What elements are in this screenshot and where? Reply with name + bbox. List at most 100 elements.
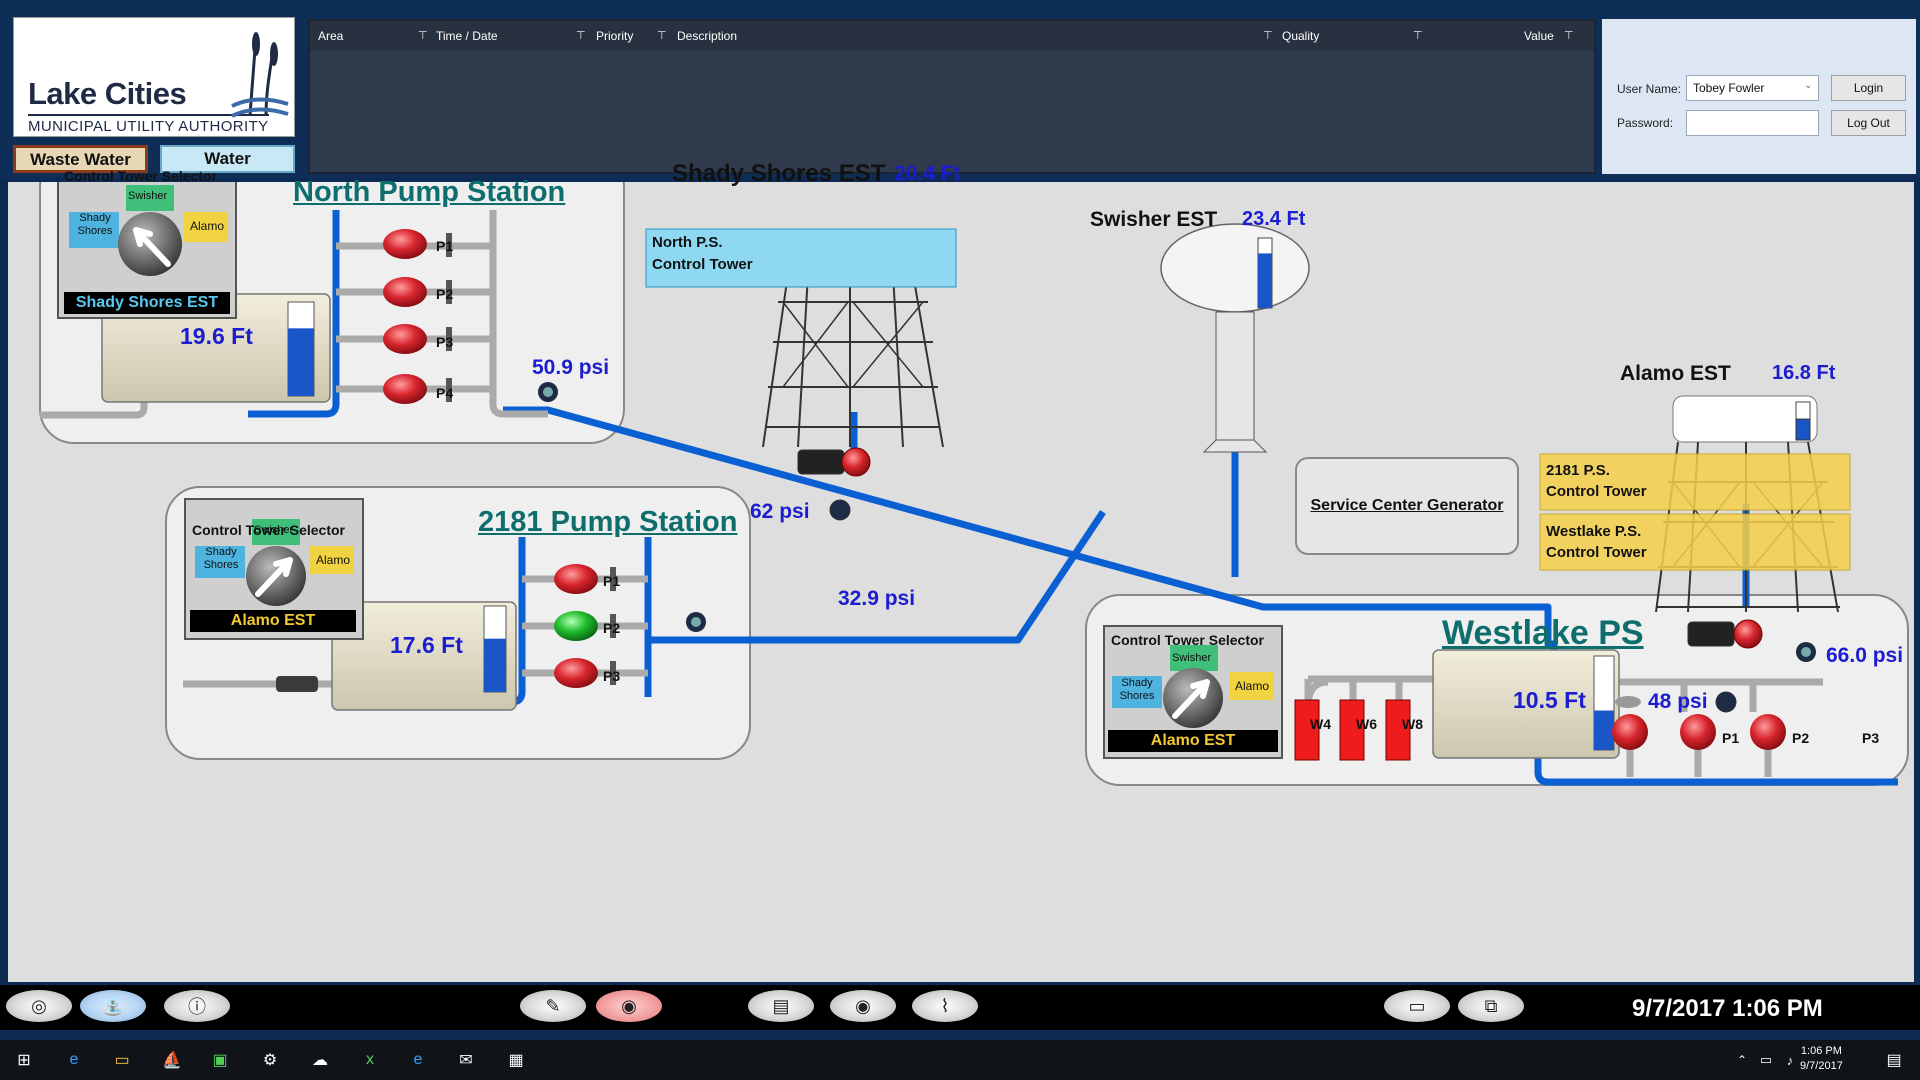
shady-tower-label-bg <box>645 228 957 288</box>
volume-icon[interactable]: ♪ <box>1786 1052 1794 1068</box>
service-center-generator-button[interactable]: Service Center Generator <box>1310 497 1504 514</box>
report-icon[interactable]: ▤ <box>748 990 814 1022</box>
westlake-pump-label: P1 <box>1722 730 1740 746</box>
westlake-pump-label: P2 <box>1792 730 1810 746</box>
col-value[interactable]: Value <box>1524 29 1554 43</box>
trend-icon[interactable]: ⌇ <box>912 990 978 1022</box>
chevron-down-icon: ⌄ <box>1804 80 1812 90</box>
scada-overview: North Pump Station 2181 Pump Station Wes… <box>8 160 1914 982</box>
user-name-select[interactable]: Tobey Fowler ⌄ <box>1686 75 1819 101</box>
alamo-tower-label2-line2: Control Tower <box>1546 544 1647 561</box>
westlake-selector-title: Control Tower Selector <box>1111 632 1264 648</box>
filter-icon[interactable]: ⊤ <box>657 30 667 42</box>
start-icon[interactable]: ⊞ <box>17 1052 31 1069</box>
settings-icon[interactable]: ⚙ <box>262 1052 278 1069</box>
cloud-icon[interactable]: ☁ <box>312 1052 328 1069</box>
north-selector-box <box>57 182 237 319</box>
westlake-selector-shady[interactable]: Shady Shores <box>1119 677 1155 702</box>
scada-app-icon[interactable]: ⛵ <box>162 1052 182 1069</box>
north-selector-shady[interactable]: Shady Shores <box>77 212 113 237</box>
excel-icon[interactable]: x <box>366 1051 374 1068</box>
password-label: Password: <box>1617 116 1674 130</box>
north-station-title[interactable]: North Pump Station <box>293 176 566 208</box>
taskbar-date: 9/7/2017 <box>1800 1060 1843 1072</box>
pump2181-selector-box <box>184 498 364 640</box>
westlake-pumps <box>1612 696 1786 750</box>
taskbar-clock[interactable]: 1:06 PM 9/7/2017 <box>1800 1044 1843 1074</box>
alamo-tower-label2-bg <box>1539 513 1851 571</box>
logo-sub-text: MUNICIPAL UTILITY AUTHORITY <box>28 114 269 135</box>
notification-icon[interactable]: ▤ <box>1886 1052 1902 1069</box>
alarm-eye-icon[interactable]: ◉ <box>596 990 662 1022</box>
tray-chevron-icon[interactable]: ⌃ <box>1736 1053 1748 1067</box>
faucet-icon[interactable]: ⛲ <box>80 990 146 1022</box>
header-bar: Lake Cities MUNICIPAL UTILITY AUTHORITY … <box>0 0 1920 178</box>
col-time-date[interactable]: Time / Date <box>436 29 498 43</box>
north-selector-alamo[interactable]: Alamo <box>190 219 225 233</box>
pump2181-meter <box>276 676 318 692</box>
folder-icon[interactable]: ▭ <box>1384 990 1450 1022</box>
pump2181-selector-alamo[interactable]: Alamo <box>316 553 351 567</box>
login-button[interactable]: Login <box>1831 75 1906 101</box>
network-tray-icon[interactable]: ▭ <box>1759 1052 1773 1067</box>
col-priority[interactable]: Priority <box>596 29 634 43</box>
north-selector-swisher[interactable]: Swisher <box>128 190 168 202</box>
pump2181-selector-swisher[interactable]: Swisher <box>254 524 294 536</box>
westlake-selector-swisher[interactable]: Swisher <box>1172 652 1212 664</box>
logout-button[interactable]: Log Out <box>1831 110 1906 136</box>
pump2181-selector-title: Control Tower Selector <box>192 522 345 538</box>
network-icon[interactable]: ⧉ <box>1458 990 1524 1022</box>
col-area[interactable]: Area <box>318 29 344 43</box>
westlake-tank <box>1432 649 1620 759</box>
shady-tower-name: Shady Shores EST <box>672 160 886 187</box>
westlake-well-label: W8 <box>1402 716 1423 732</box>
aperture-icon[interactable]: ◎ <box>6 990 72 1022</box>
pump2181-pump-label: P2 <box>603 620 621 636</box>
water-button[interactable]: Water <box>160 145 295 173</box>
pencil-icon[interactable]: ✎ <box>520 990 586 1022</box>
shady-tower-label-line1: North P.S. <box>652 234 723 251</box>
westlake-title[interactable]: Westlake PS <box>1442 614 1644 652</box>
taskbar-time: 1:06 PM <box>1800 1045 1842 1057</box>
qc-app-icon[interactable]: ▦ <box>508 1052 524 1069</box>
north-tank <box>101 293 331 403</box>
password-field[interactable] <box>1686 110 1819 136</box>
filter-icon[interactable]: ⊤ <box>418 30 428 42</box>
app-icon[interactable]: ▣ <box>212 1052 228 1069</box>
westlake-well-label: W4 <box>1310 716 1331 732</box>
westlake-selector-box <box>1103 625 1283 759</box>
pump2181-title[interactable]: 2181 Pump Station <box>478 506 738 538</box>
edge-icon[interactable]: e <box>69 1051 79 1068</box>
pump2181-discharge-pressure: 32.9 psi <box>838 587 916 610</box>
ie-icon[interactable]: e <box>413 1051 423 1068</box>
cattail-icon <box>231 32 289 118</box>
view-icon[interactable]: ◉ <box>830 990 896 1022</box>
north-selector-title: Control Tower Selector <box>64 168 217 184</box>
westlake-selected-tower: Alamo EST <box>1150 732 1236 749</box>
westlake-selector-alamo[interactable]: Alamo <box>1235 679 1270 693</box>
col-quality[interactable]: Quality <box>1282 29 1320 43</box>
filter-icon[interactable]: ⊤ <box>1413 30 1423 42</box>
shady-tower-pressure: 62 psi <box>750 500 810 523</box>
company-logo: Lake Cities MUNICIPAL UTILITY AUTHORITY <box>13 17 295 137</box>
mail-icon[interactable]: ✉ <box>459 1052 473 1069</box>
alamo-tower-pressure: 48 psi <box>1648 690 1708 713</box>
waste-water-button[interactable]: Waste Water <box>13 145 148 173</box>
alamo-tower-label1-line1: 2181 P.S. <box>1546 462 1610 479</box>
login-panel: User Name: Tobey Fowler ⌄ Password: Logi… <box>1602 19 1916 174</box>
process-graphic <box>39 182 1909 786</box>
shady-tower-level: 20.4 Ft <box>894 162 961 185</box>
swisher-tower-name: Swisher EST <box>1090 208 1218 231</box>
pump2181-selector-shady[interactable]: Shady Shores <box>203 546 239 571</box>
north-pump-label: P3 <box>436 334 454 350</box>
filter-icon[interactable]: ⊤ <box>576 30 586 42</box>
filter-icon[interactable]: ⊤ <box>1263 30 1273 42</box>
alamo-tower-label1-bg <box>1539 453 1851 511</box>
file-explorer-icon[interactable]: ▭ <box>114 1052 130 1069</box>
north-selected-tower: Shady Shores EST <box>75 294 219 311</box>
filter-icon[interactable]: ⊤ <box>1564 30 1574 42</box>
info-icon[interactable]: ⓘ <box>164 990 230 1022</box>
swisher-tower <box>1160 223 1310 453</box>
alarm-table[interactable]: Area ⊤ Time / Date ⊤ Priority ⊤ Descript… <box>308 19 1596 174</box>
col-description[interactable]: Description <box>677 29 738 43</box>
